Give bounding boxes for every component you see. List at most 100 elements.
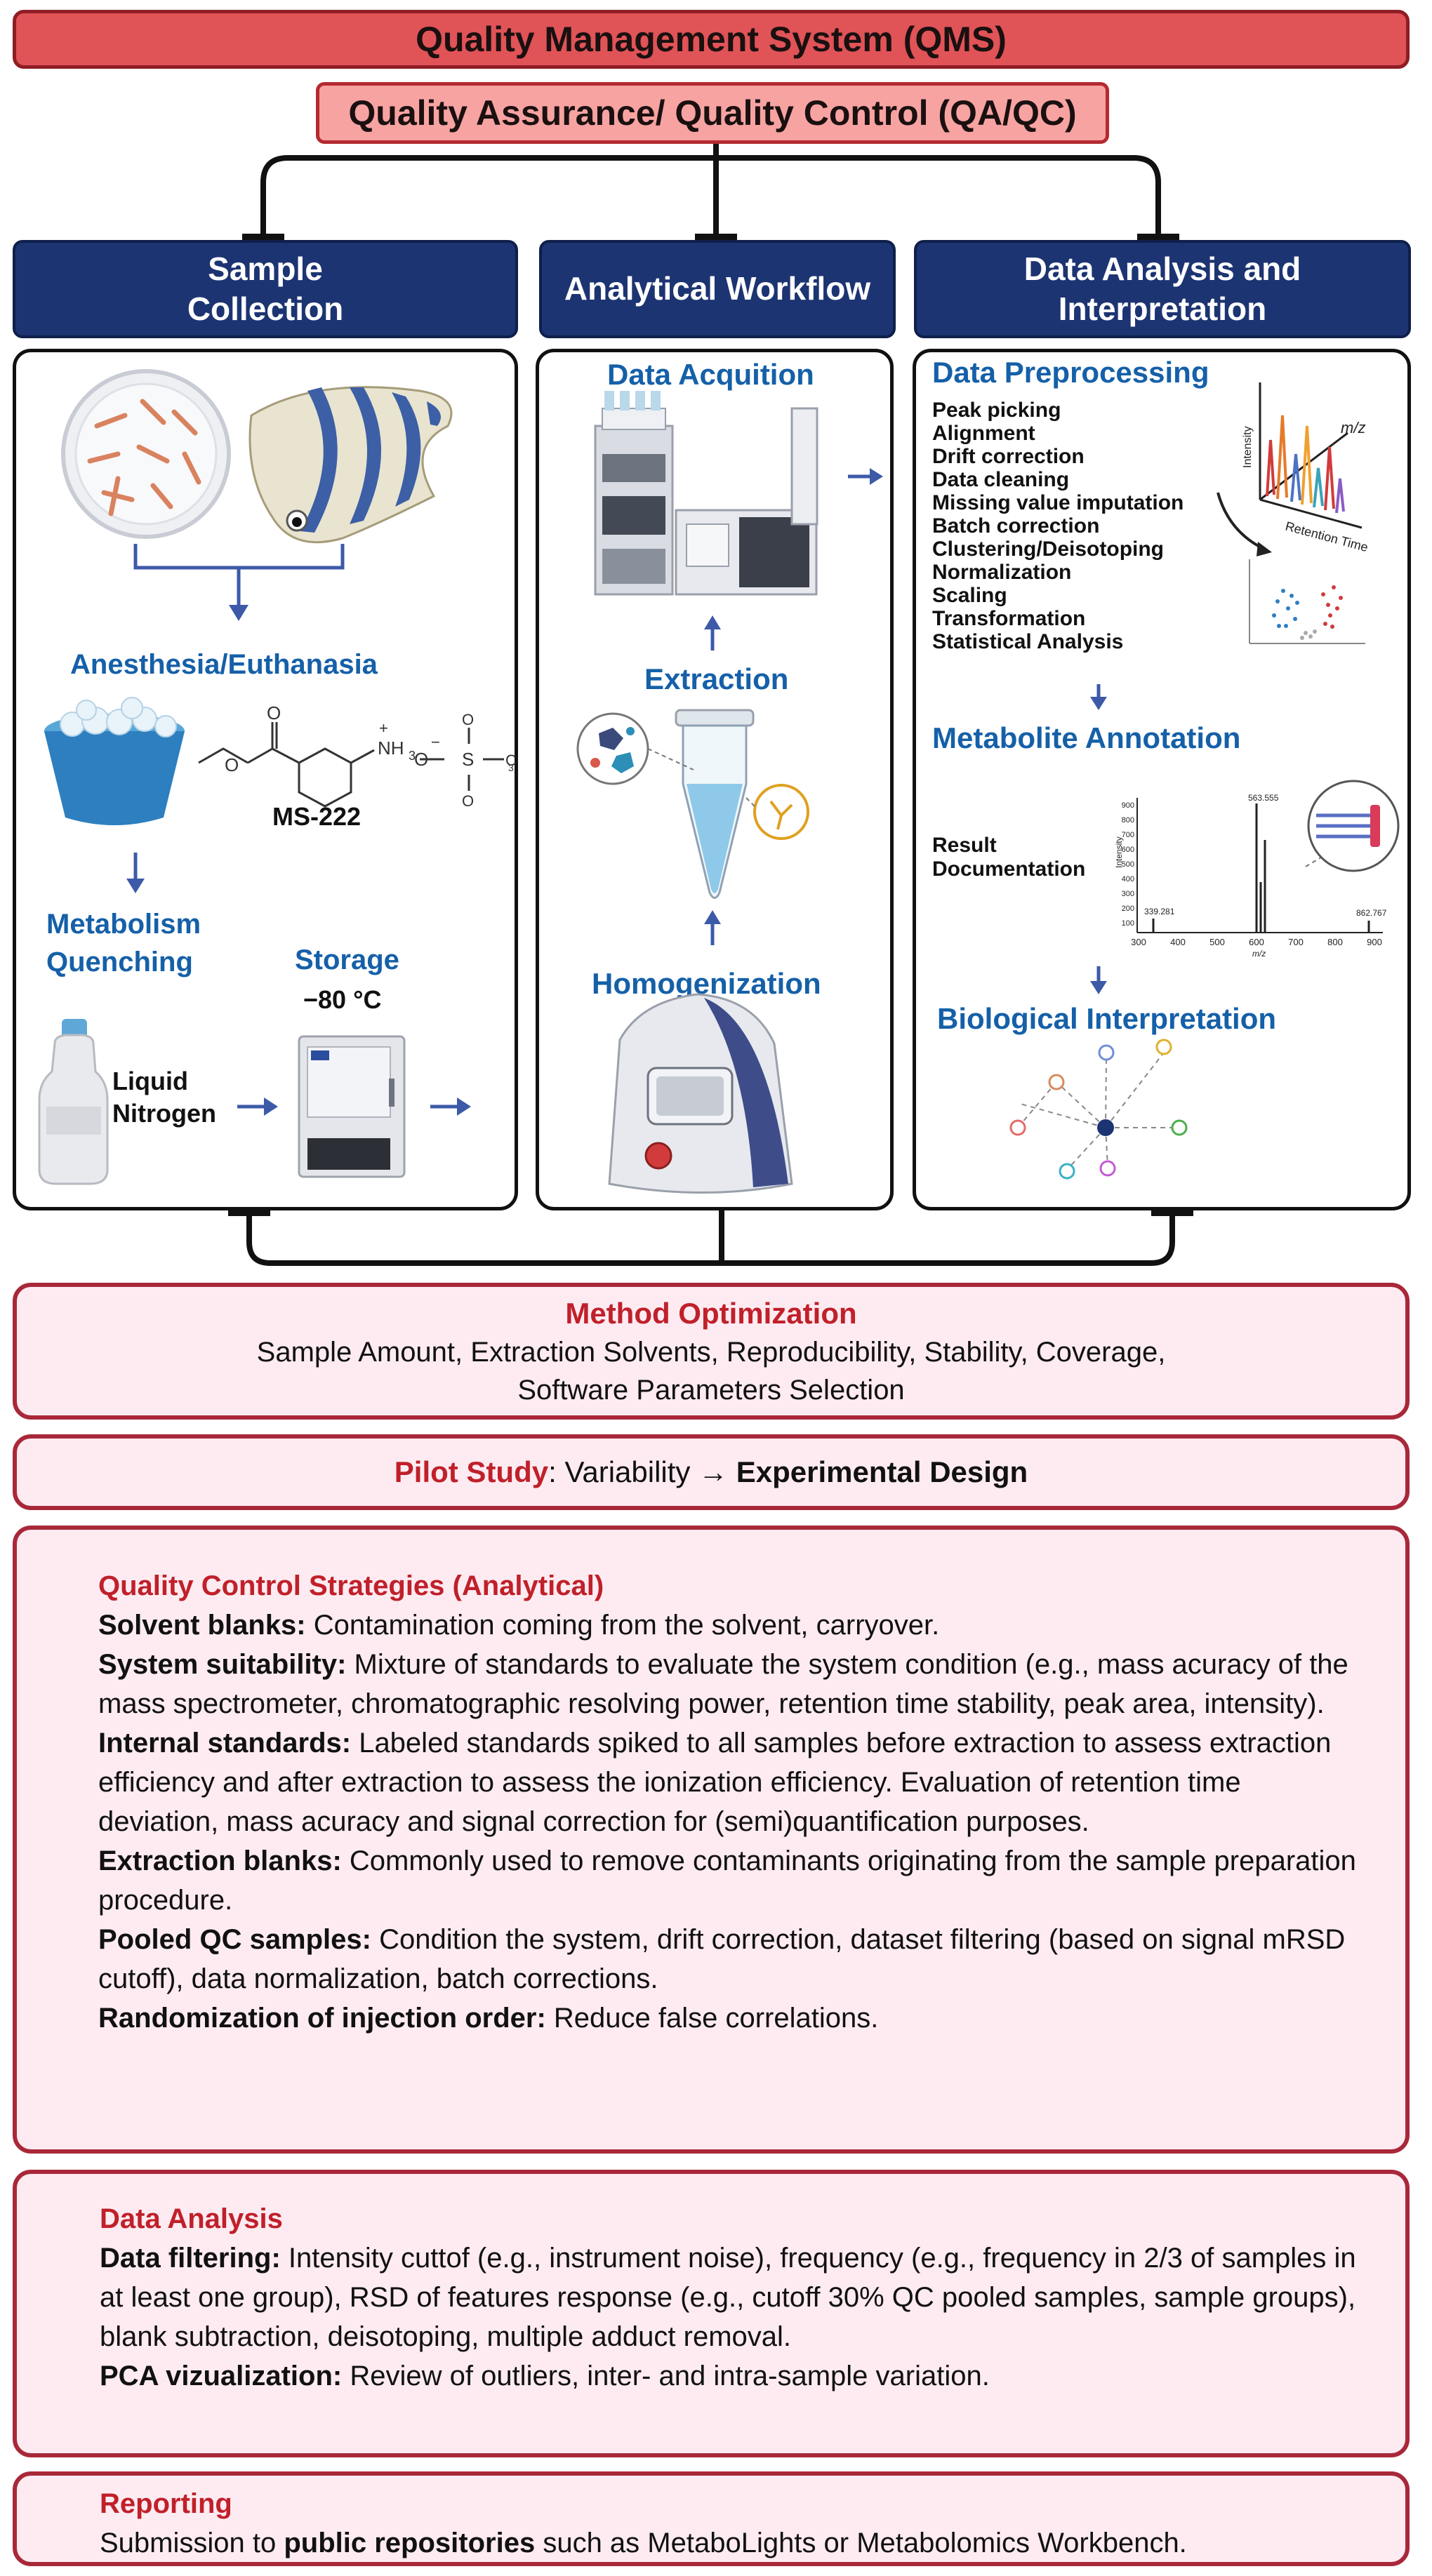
reporting-text: Submission to public repositories such a… [100, 2528, 1187, 2558]
step-item: Transformation [932, 607, 1086, 630]
volcano-plot-icon [1242, 559, 1367, 649]
svg-text:m/z: m/z [1341, 419, 1365, 436]
header-analytical-workflow: Analytical Workflow [539, 240, 896, 338]
svg-text:200: 200 [1122, 905, 1134, 913]
storage-label: Storage [295, 945, 399, 975]
step-item: Peak picking [932, 399, 1061, 422]
qc-title: Quality Control Strategies (Analytical) [98, 1570, 604, 1601]
svg-text:500: 500 [1122, 860, 1134, 869]
svg-text:400: 400 [1170, 937, 1186, 947]
reporting-content: Reporting Submission to public repositor… [100, 2484, 1391, 2563]
svg-text:3: 3 [508, 762, 514, 773]
svg-text:Retention Time: Retention Time [1284, 519, 1370, 555]
tube-icon [576, 709, 809, 899]
svg-text:600: 600 [1249, 937, 1264, 947]
data-analysis-title: Data Analysis [100, 2203, 283, 2234]
method-optimization-box: Method Optimization Sample Amount, Extra… [13, 1283, 1410, 1420]
connector-lines [228, 144, 1193, 1266]
qms-banner: Quality Management System (QMS) [13, 10, 1410, 69]
svg-text:O: O [414, 749, 428, 770]
svg-text:O: O [462, 711, 474, 728]
freezer-icon [298, 1035, 406, 1178]
qaqc-title: Quality Assurance/ Quality Control (QA/Q… [348, 93, 1077, 133]
svg-text:NH: NH [378, 738, 404, 759]
step-item: Normalization [932, 561, 1072, 584]
quenching-label: Metabolism Quenching [46, 909, 201, 977]
svg-text:300: 300 [1122, 890, 1134, 898]
svg-text:900: 900 [1122, 801, 1134, 810]
storage-temp: −80 °C [303, 985, 382, 1014]
svg-text:100: 100 [1122, 919, 1134, 928]
bio-interpretation-label: Biological Interpretation [937, 1002, 1277, 1035]
annotation-label: Metabolite Annotation [932, 721, 1241, 754]
svg-text:3: 3 [409, 749, 416, 763]
data-analysis-content: Data Analysis Data filtering: Intensity … [100, 2199, 1363, 2396]
preprocessing-label: Data Preprocessing [932, 356, 1209, 389]
data-analysis-item: Data filtering: Intensity cuttof (e.g., … [100, 2243, 1356, 2352]
reporting-box: Reporting Submission to public repositor… [13, 2471, 1410, 2566]
qc-content: Quality Control Strategies (Analytical) … [98, 1566, 1362, 2038]
acquisition-label: Data Acquition [607, 358, 814, 391]
qc-item: Randomization of injection order: Reduce… [98, 2003, 879, 2034]
svg-text:m/z: m/z [1252, 949, 1266, 959]
homogenizer-icon [608, 993, 793, 1194]
header-analytical-workflow-label: Analytical Workflow [564, 270, 871, 307]
method-line1: Sample Amount, Extraction Solvents, Repr… [256, 1337, 1166, 1368]
svg-text:+: + [379, 719, 388, 737]
liquid-nitrogen-dewar-icon [38, 1019, 109, 1185]
lc-ms-instrument-icon [594, 391, 818, 596]
svg-text:−: − [431, 733, 440, 751]
svg-text:300: 300 [1131, 937, 1146, 947]
pilot-variability: : Variability [548, 1455, 699, 1488]
svg-text:CH: CH [505, 752, 518, 769]
ms222-label: MS-222 [272, 802, 362, 831]
svg-text:400: 400 [1122, 875, 1134, 883]
qc-item: Extraction blanks: Commonly used to remo… [98, 1846, 1356, 1916]
svg-text:Intensity: Intensity [1242, 426, 1254, 468]
svg-text:563.555: 563.555 [1248, 793, 1279, 803]
preprocessing-steps: Peak picking Alignment Drift correction … [932, 399, 1184, 653]
zebrafish-icon [248, 386, 453, 544]
qc-item: System suitability: Mixture of standards… [98, 1649, 1348, 1719]
step-item: Batch correction [932, 514, 1100, 538]
pilot-design: Experimental Design [728, 1455, 1028, 1488]
step-item: Clustering/Deisotoping [932, 538, 1164, 561]
data-analysis-art: Intensity m/z Retention Time [1009, 382, 1400, 1180]
method-line2: Software Parameters Selection [517, 1375, 905, 1406]
svg-text:862.767: 862.767 [1356, 908, 1387, 918]
svg-text:S: S [462, 749, 474, 770]
qms-title: Quality Management System (QMS) [416, 20, 1007, 59]
qaqc-banner: Quality Assurance/ Quality Control (QA/Q… [316, 82, 1109, 144]
step-item: Missing value imputation [932, 491, 1184, 514]
header-sample-collection-label: Sample Collection [187, 250, 344, 328]
step-item: Alignment [932, 422, 1035, 445]
extraction-label: Extraction [644, 662, 789, 695]
svg-text:500: 500 [1209, 937, 1225, 947]
ms222-structure-icon [198, 722, 504, 808]
data-analysis-box: Data Analysis Data filtering: Intensity … [13, 2170, 1410, 2457]
reporting-title: Reporting [100, 2488, 232, 2519]
qc-item: Solvent blanks: Contamination coming fro… [98, 1610, 940, 1641]
svg-text:O: O [225, 754, 239, 775]
step-item: Statistical Analysis [932, 630, 1124, 653]
step-item: Drift correction [932, 445, 1085, 468]
svg-text:800: 800 [1122, 816, 1134, 825]
liquid-nitrogen-label: Liquid Nitrogen [112, 1067, 216, 1128]
pilot-study-box: Pilot Study: Variability → Experimental … [13, 1434, 1410, 1510]
ice-bucket-icon [44, 697, 185, 825]
qc-item: Internal standards: Labeled standards sp… [98, 1728, 1332, 1837]
svg-text:600: 600 [1122, 846, 1134, 854]
method-title: Method Optimization [565, 1297, 857, 1330]
sample-collection-art: O O NH 3 + − O S O O CH 3 [38, 369, 518, 1185]
petri-dish-icon [61, 369, 231, 539]
header-data-analysis-label: Data Analysis and Interpretation [1023, 250, 1301, 328]
step-item: Scaling [932, 584, 1007, 607]
header-sample-collection: Sample Collection [13, 240, 518, 338]
qc-strategies-box: Quality Control Strategies (Analytical) … [13, 1526, 1410, 2154]
pilot-arrow: → [698, 1455, 729, 1488]
network-icon [1009, 1039, 1188, 1180]
svg-text:Intensity: Intensity [1114, 836, 1124, 868]
anesthesia-label: Anesthesia/Euthanasia [70, 649, 378, 680]
3d-chromatogram-icon: Intensity m/z Retention Time [1216, 382, 1370, 556]
